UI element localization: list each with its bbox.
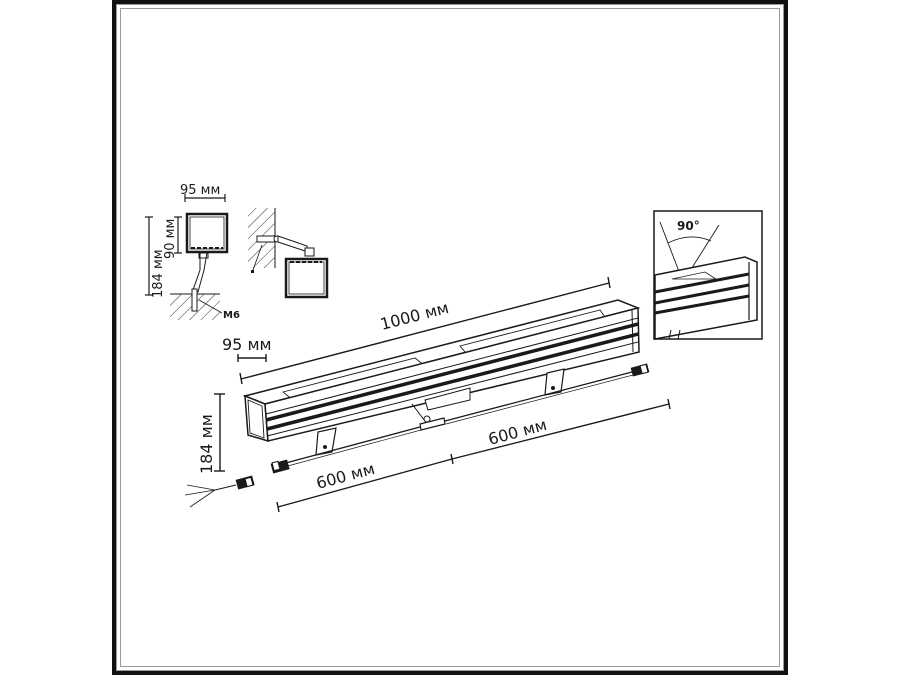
dim-width-front: 95 мм [222,335,272,354]
beam-angle-label: 90° [677,219,700,233]
side-view-floor-mount [145,194,229,320]
frame-border-outer [116,4,784,671]
dim-length: 1000 мм [378,298,450,334]
dim-height-side: 90 мм [163,219,178,259]
drawing-frame [112,0,788,675]
dim-width-top: 95 мм [180,183,220,198]
frame-border-inner [120,8,780,667]
bolt-label: M6 [223,310,240,321]
beam-angle-detail [653,210,763,340]
dim-cable-right: 600 мм [486,415,549,449]
dim-height-total-side: 184 мм [151,249,166,298]
side-view-wall-mount [248,208,329,299]
dim-height-total-front: 184 мм [197,414,216,474]
luminaire-body [184,276,671,513]
